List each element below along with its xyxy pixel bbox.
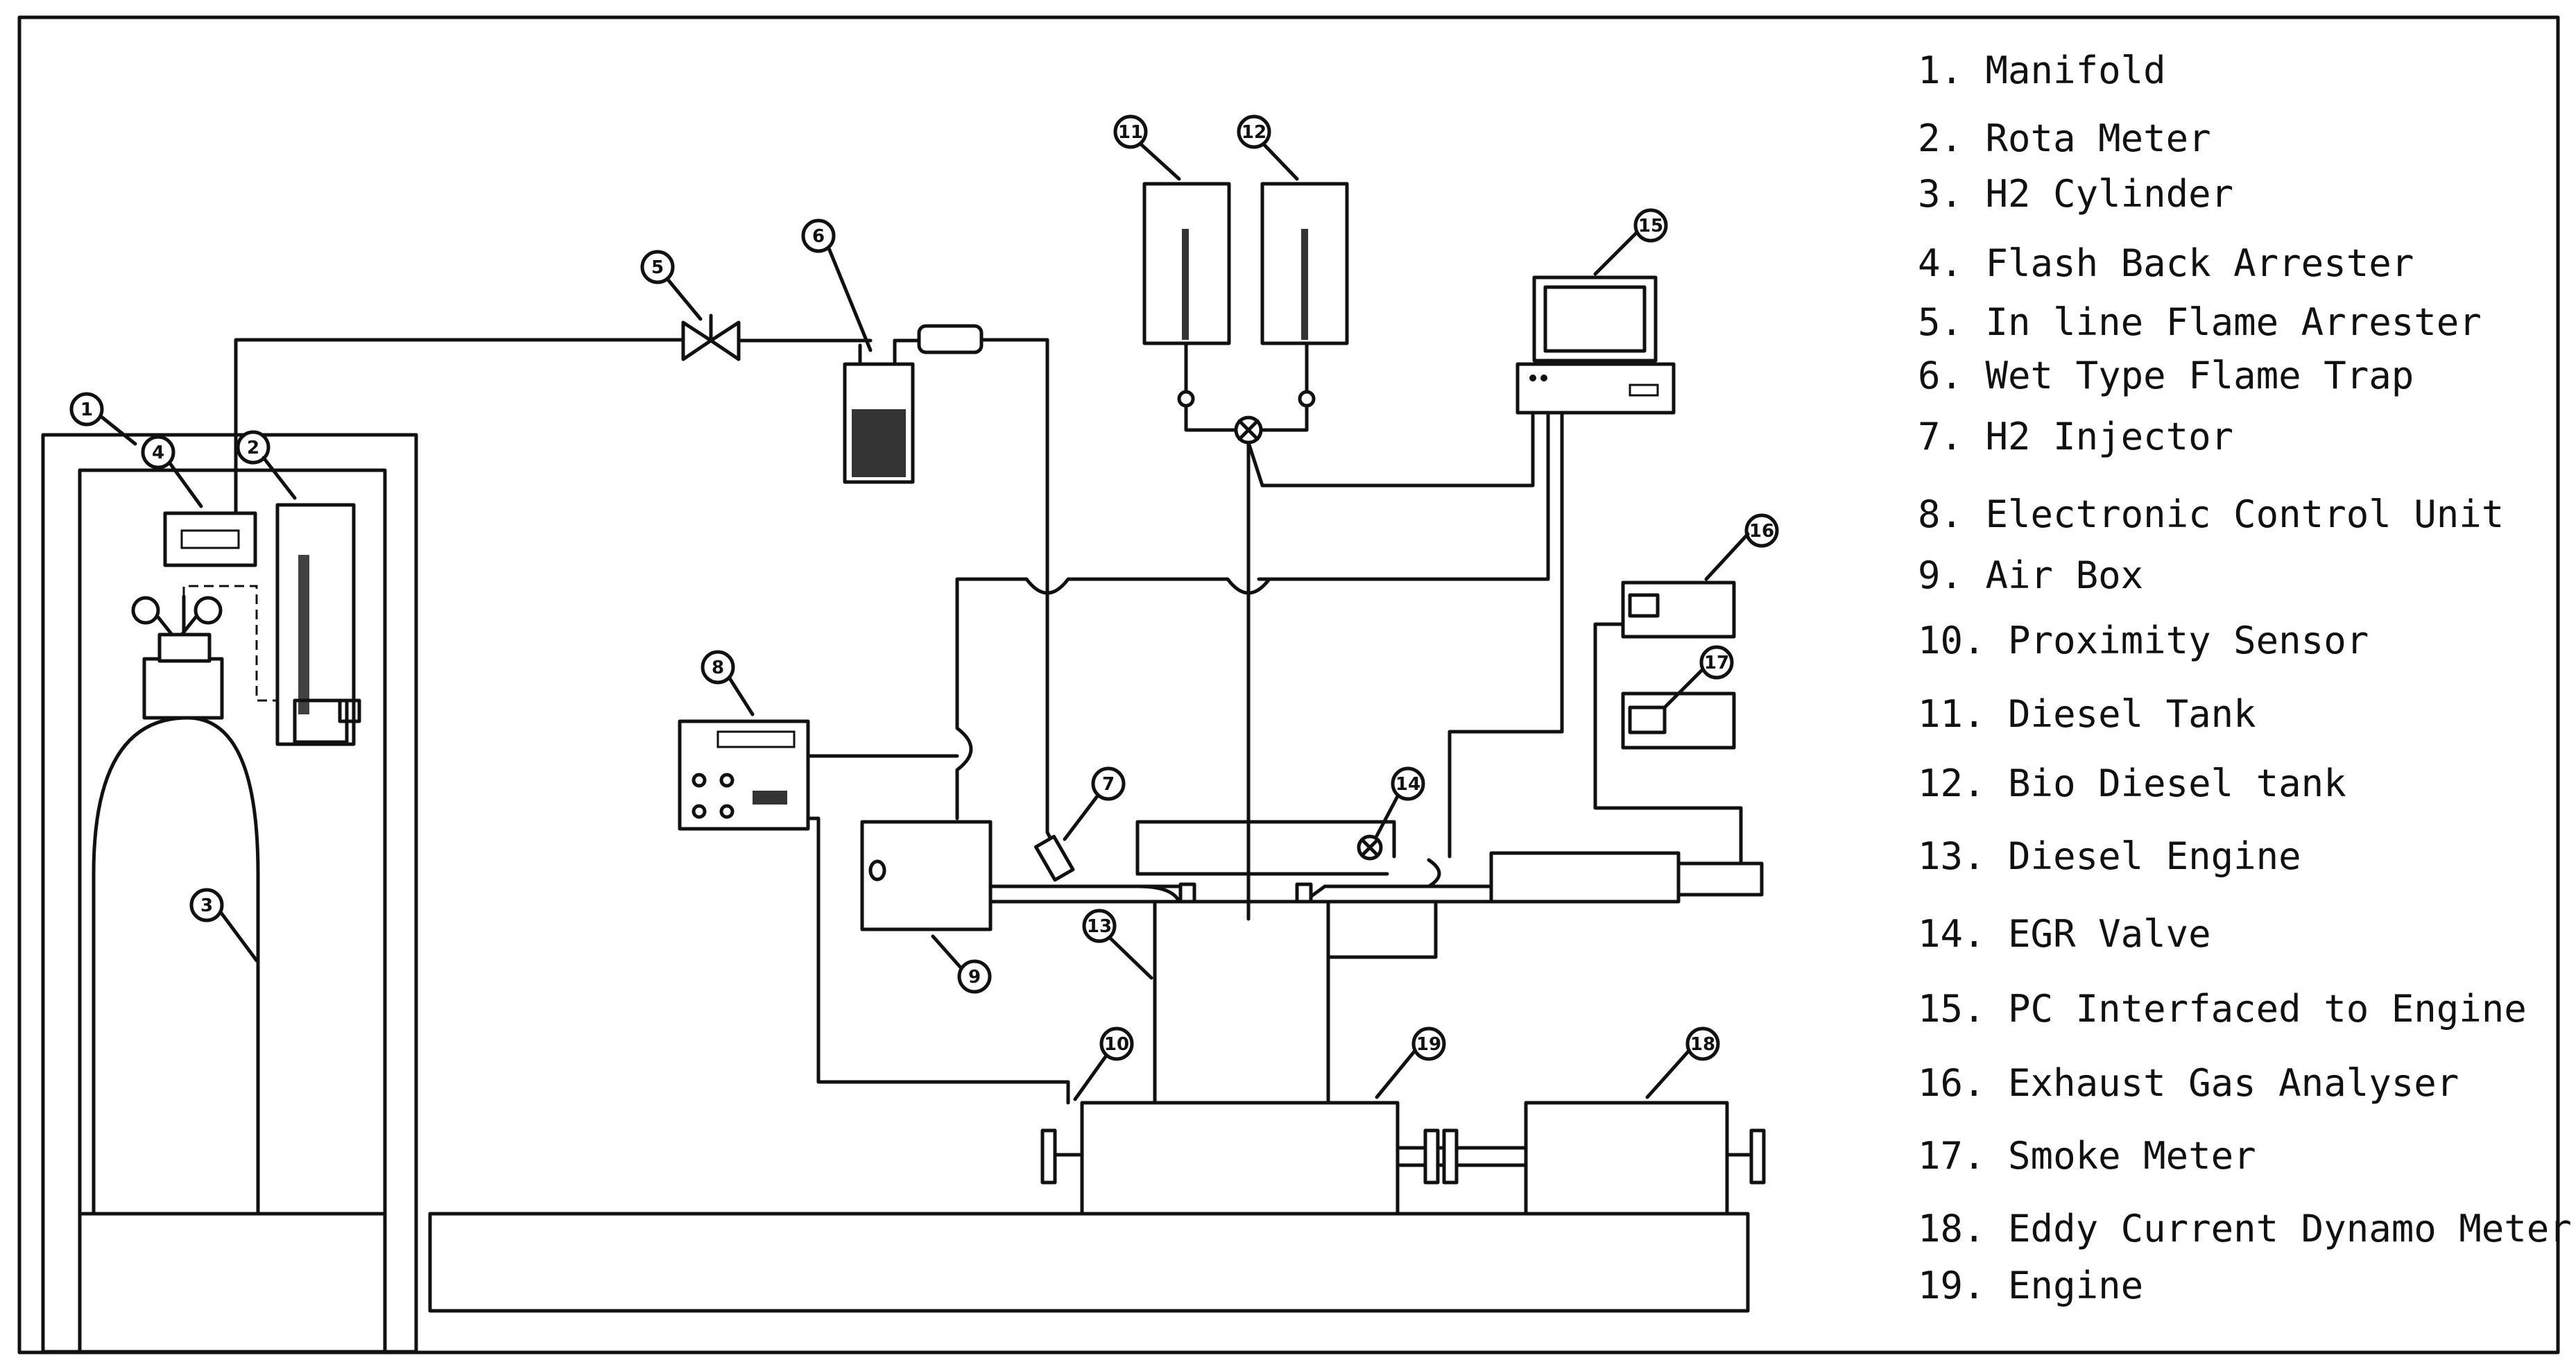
svg-text:12: 12 [1242, 122, 1266, 143]
svg-text:3: 3 [200, 895, 213, 916]
legend-item: 12. Bio Diesel tank [1918, 762, 2346, 805]
ecu-to-sensor-line [806, 816, 1070, 1105]
marker-1: 1 [69, 392, 137, 446]
svg-text:4: 4 [152, 442, 164, 463]
svg-text:1: 1 [80, 399, 93, 420]
exhaust-line-to-ground [1326, 900, 1438, 959]
legend-item: 5. In line Flame Arrester [1918, 300, 2482, 344]
marker-10: 10 [1073, 1026, 1134, 1101]
diesel-engine [1153, 882, 1330, 1105]
egr-loop-line [1135, 820, 1396, 876]
diagram-frame [17, 15, 2560, 1355]
marker-7: 7 [1063, 766, 1126, 841]
marker-2: 2 [236, 430, 297, 500]
svg-text:15: 15 [1638, 216, 1663, 237]
legend-item: 15. PC Interfaced to Engine [1918, 987, 2527, 1031]
legend-item: 1. Manifold [1918, 49, 2166, 92]
legend-item: 11. Diesel Tank [1918, 692, 2256, 736]
svg-text:2: 2 [247, 438, 259, 458]
control-signal-line [955, 577, 1271, 820]
svg-text:18: 18 [1690, 1034, 1715, 1055]
engine-base [1040, 1101, 1400, 1216]
marker-6: 6 [801, 218, 873, 352]
analyser-sampling-line [1593, 622, 1743, 866]
h2-cylinder [92, 585, 298, 1216]
legend-item: 2. Rota Meter [1918, 117, 2211, 160]
svg-text:11: 11 [1118, 122, 1143, 143]
marker-13: 13 [1082, 909, 1153, 980]
intake-manifold-pipe [988, 872, 1389, 904]
svg-text:8: 8 [712, 657, 724, 678]
coupling-shaft [1396, 1128, 1528, 1185]
marker-18: 18 [1645, 1026, 1720, 1099]
rota-meter [275, 503, 361, 746]
fuel-selector-valve [1234, 415, 1263, 445]
marker-3: 3 [189, 888, 259, 963]
marker-17: 17 [1663, 645, 1734, 710]
pc-computer [1515, 275, 1676, 415]
exhaust-silencer [1489, 851, 1764, 904]
marker-8: 8 [701, 650, 755, 716]
legend-item: 3. H2 Cylinder [1918, 172, 2233, 216]
svg-text:9: 9 [968, 967, 981, 988]
legend-item: 8. Electronic Control Unit [1918, 492, 2504, 536]
legend-item: 4. Flash Back Arrester [1918, 241, 2414, 285]
legend-item: 13. Diesel Engine [1918, 834, 2301, 878]
inline-flame-arrester [681, 313, 741, 361]
marker-16: 16 [1704, 513, 1779, 581]
svg-text:5: 5 [651, 257, 664, 278]
air-box [860, 820, 993, 931]
legend-item: 18. Eddy Current Dynamo Meter [1918, 1207, 2572, 1250]
legend-item: 14. EGR Valve [1918, 912, 2211, 956]
eddy-current-dynamometer [1524, 1101, 1766, 1216]
legend-item: 17. Smoke Meter [1918, 1134, 2256, 1178]
svg-text:16: 16 [1749, 521, 1774, 542]
marker-15: 15 [1593, 208, 1668, 276]
svg-text:10: 10 [1104, 1034, 1129, 1055]
smoke-meter [1621, 691, 1736, 750]
marker-11: 11 [1113, 114, 1181, 181]
egr-valve [1357, 834, 1383, 861]
legend-item: 10. Proximity Sensor [1918, 619, 2369, 662]
svg-text:17: 17 [1704, 653, 1729, 673]
h2-line-filter [917, 324, 984, 354]
wet-type-flame-trap [843, 338, 915, 484]
fuel-line-to-pc [1246, 411, 1535, 488]
diesel-tank [1142, 182, 1231, 408]
h2-injector [1034, 834, 1075, 882]
pc-line-top [1257, 411, 1550, 581]
h2-supply-line [234, 338, 685, 515]
svg-text:13: 13 [1087, 916, 1112, 937]
svg-text:7: 7 [1102, 774, 1115, 795]
svg-text:14: 14 [1396, 774, 1420, 795]
exhaust-gas-analyser [1621, 581, 1736, 639]
marker-5: 5 [640, 250, 703, 321]
marker-9: 9 [931, 934, 992, 994]
svg-text:6: 6 [812, 226, 825, 247]
marker-14: 14 [1375, 766, 1425, 838]
manifold-cabinet [41, 433, 418, 1354]
exhaust-manifold-pipe [1302, 858, 1493, 904]
legend-item: 16. Exhaust Gas Analyser [1918, 1061, 2459, 1105]
marker-12: 12 [1237, 114, 1299, 181]
svg-text:19: 19 [1416, 1034, 1441, 1055]
test-bed [428, 1212, 1750, 1313]
marker-19: 19 [1375, 1026, 1446, 1099]
pc-line-exhaust [1448, 411, 1564, 859]
bio-diesel-tank [1260, 182, 1349, 408]
legend: 1. Manifold 2. Rota Meter 3. H2 Cylinder… [1918, 49, 2572, 1307]
electronic-control-unit [678, 719, 810, 831]
legend-item: 6. Wet Type Flame Trap [1918, 354, 2414, 397]
legend-item: 7. H2 Injector [1918, 415, 2233, 458]
flash-back-arrester [163, 511, 257, 567]
legend-item: 9. Air Box [1918, 553, 2143, 597]
legend-item: 19. Engine [1918, 1264, 2143, 1307]
marker-4: 4 [141, 435, 203, 508]
